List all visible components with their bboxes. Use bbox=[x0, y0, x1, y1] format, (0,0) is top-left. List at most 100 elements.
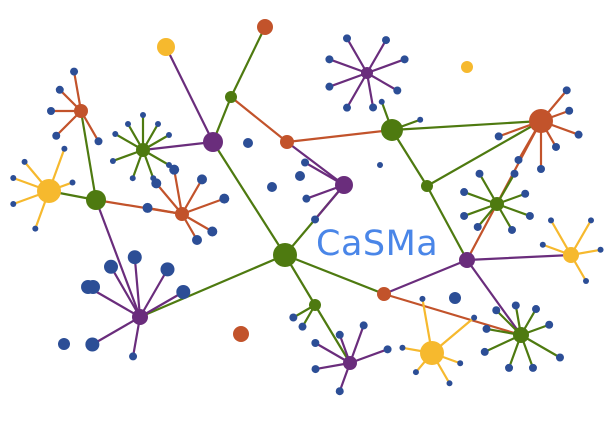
network-node bbox=[335, 387, 344, 396]
network-edge bbox=[94, 198, 142, 319]
network-node bbox=[417, 116, 424, 123]
network-node bbox=[55, 85, 64, 94]
network-node bbox=[10, 200, 17, 207]
network-edge bbox=[425, 184, 469, 262]
network-edge bbox=[328, 58, 369, 75]
network-node bbox=[421, 180, 433, 192]
network-edge bbox=[285, 140, 346, 187]
network-node bbox=[490, 197, 504, 211]
network-node bbox=[94, 137, 103, 146]
network-node bbox=[528, 363, 537, 372]
network-node bbox=[381, 119, 403, 141]
network-node bbox=[335, 176, 353, 194]
network-node bbox=[140, 112, 146, 118]
network-node bbox=[539, 241, 546, 248]
network-edge bbox=[173, 168, 184, 216]
network-node bbox=[192, 234, 202, 245]
network-node bbox=[508, 225, 516, 234]
network-node bbox=[574, 130, 583, 139]
network-node bbox=[104, 259, 118, 274]
network-node bbox=[393, 86, 402, 95]
network-edge bbox=[365, 58, 406, 75]
network-node bbox=[459, 252, 475, 268]
network-node bbox=[157, 38, 175, 56]
network-node bbox=[112, 131, 119, 137]
network-node bbox=[419, 295, 426, 302]
logo-text: CaSMa bbox=[316, 224, 439, 264]
network-node bbox=[85, 337, 100, 352]
network-node bbox=[298, 322, 307, 331]
network-edge bbox=[465, 258, 523, 337]
network-node bbox=[109, 157, 116, 164]
network-node bbox=[273, 243, 297, 267]
network-edge bbox=[345, 37, 369, 75]
network-node bbox=[21, 158, 28, 165]
network-node bbox=[257, 19, 273, 35]
network-node bbox=[52, 131, 61, 140]
network-node bbox=[86, 280, 100, 294]
network-edge bbox=[229, 25, 267, 99]
network-edge bbox=[109, 265, 142, 319]
network-node bbox=[532, 305, 540, 314]
network-node bbox=[588, 217, 594, 224]
network-node bbox=[311, 365, 320, 374]
network-node bbox=[482, 324, 491, 333]
network-edge bbox=[138, 268, 169, 319]
network-node bbox=[399, 344, 406, 351]
network-node bbox=[383, 345, 392, 354]
network-node bbox=[361, 67, 373, 79]
network-node bbox=[61, 145, 68, 152]
network-node bbox=[197, 174, 207, 185]
network-node bbox=[125, 121, 131, 128]
network-node bbox=[505, 363, 514, 372]
network-node bbox=[69, 179, 76, 186]
network-node bbox=[460, 188, 469, 197]
network-node bbox=[175, 207, 189, 221]
network-node bbox=[165, 132, 172, 138]
network-edge bbox=[365, 38, 388, 75]
network-edge bbox=[283, 253, 386, 296]
network-node bbox=[335, 330, 344, 339]
network-node bbox=[382, 36, 390, 45]
network-node bbox=[176, 285, 191, 299]
network-node bbox=[70, 67, 79, 76]
network-edge bbox=[91, 315, 142, 346]
network-node bbox=[37, 179, 61, 203]
network-node bbox=[280, 135, 294, 149]
network-node bbox=[302, 194, 311, 203]
network-node bbox=[583, 277, 589, 284]
network-edge bbox=[285, 128, 394, 144]
network-node bbox=[142, 202, 153, 213]
network-node bbox=[597, 246, 604, 253]
network-node bbox=[473, 222, 482, 231]
network-node bbox=[510, 169, 519, 178]
network-edge bbox=[133, 256, 142, 319]
network-node bbox=[548, 217, 554, 224]
network-node bbox=[10, 175, 17, 182]
network-node bbox=[460, 211, 469, 220]
network-node bbox=[343, 34, 351, 43]
network-node bbox=[537, 165, 545, 173]
network-edge bbox=[211, 140, 287, 257]
network-node bbox=[86, 190, 106, 210]
network-node bbox=[471, 314, 478, 321]
network-node bbox=[545, 320, 554, 329]
network-edge bbox=[425, 119, 543, 188]
network-node bbox=[74, 104, 88, 118]
network-node bbox=[563, 247, 579, 263]
network-node bbox=[529, 109, 553, 133]
network-node bbox=[525, 211, 534, 220]
network-node bbox=[325, 82, 334, 91]
network-node bbox=[449, 292, 461, 304]
network-node bbox=[127, 250, 142, 265]
network-edge bbox=[79, 109, 98, 202]
network-edge bbox=[382, 292, 523, 337]
network-node bbox=[565, 106, 574, 115]
network-edge bbox=[180, 197, 226, 216]
network-node bbox=[378, 98, 385, 105]
network-node bbox=[267, 182, 277, 192]
network-edge bbox=[229, 95, 289, 144]
network-node bbox=[475, 169, 484, 178]
network-node bbox=[203, 132, 223, 152]
network-node bbox=[343, 103, 351, 112]
